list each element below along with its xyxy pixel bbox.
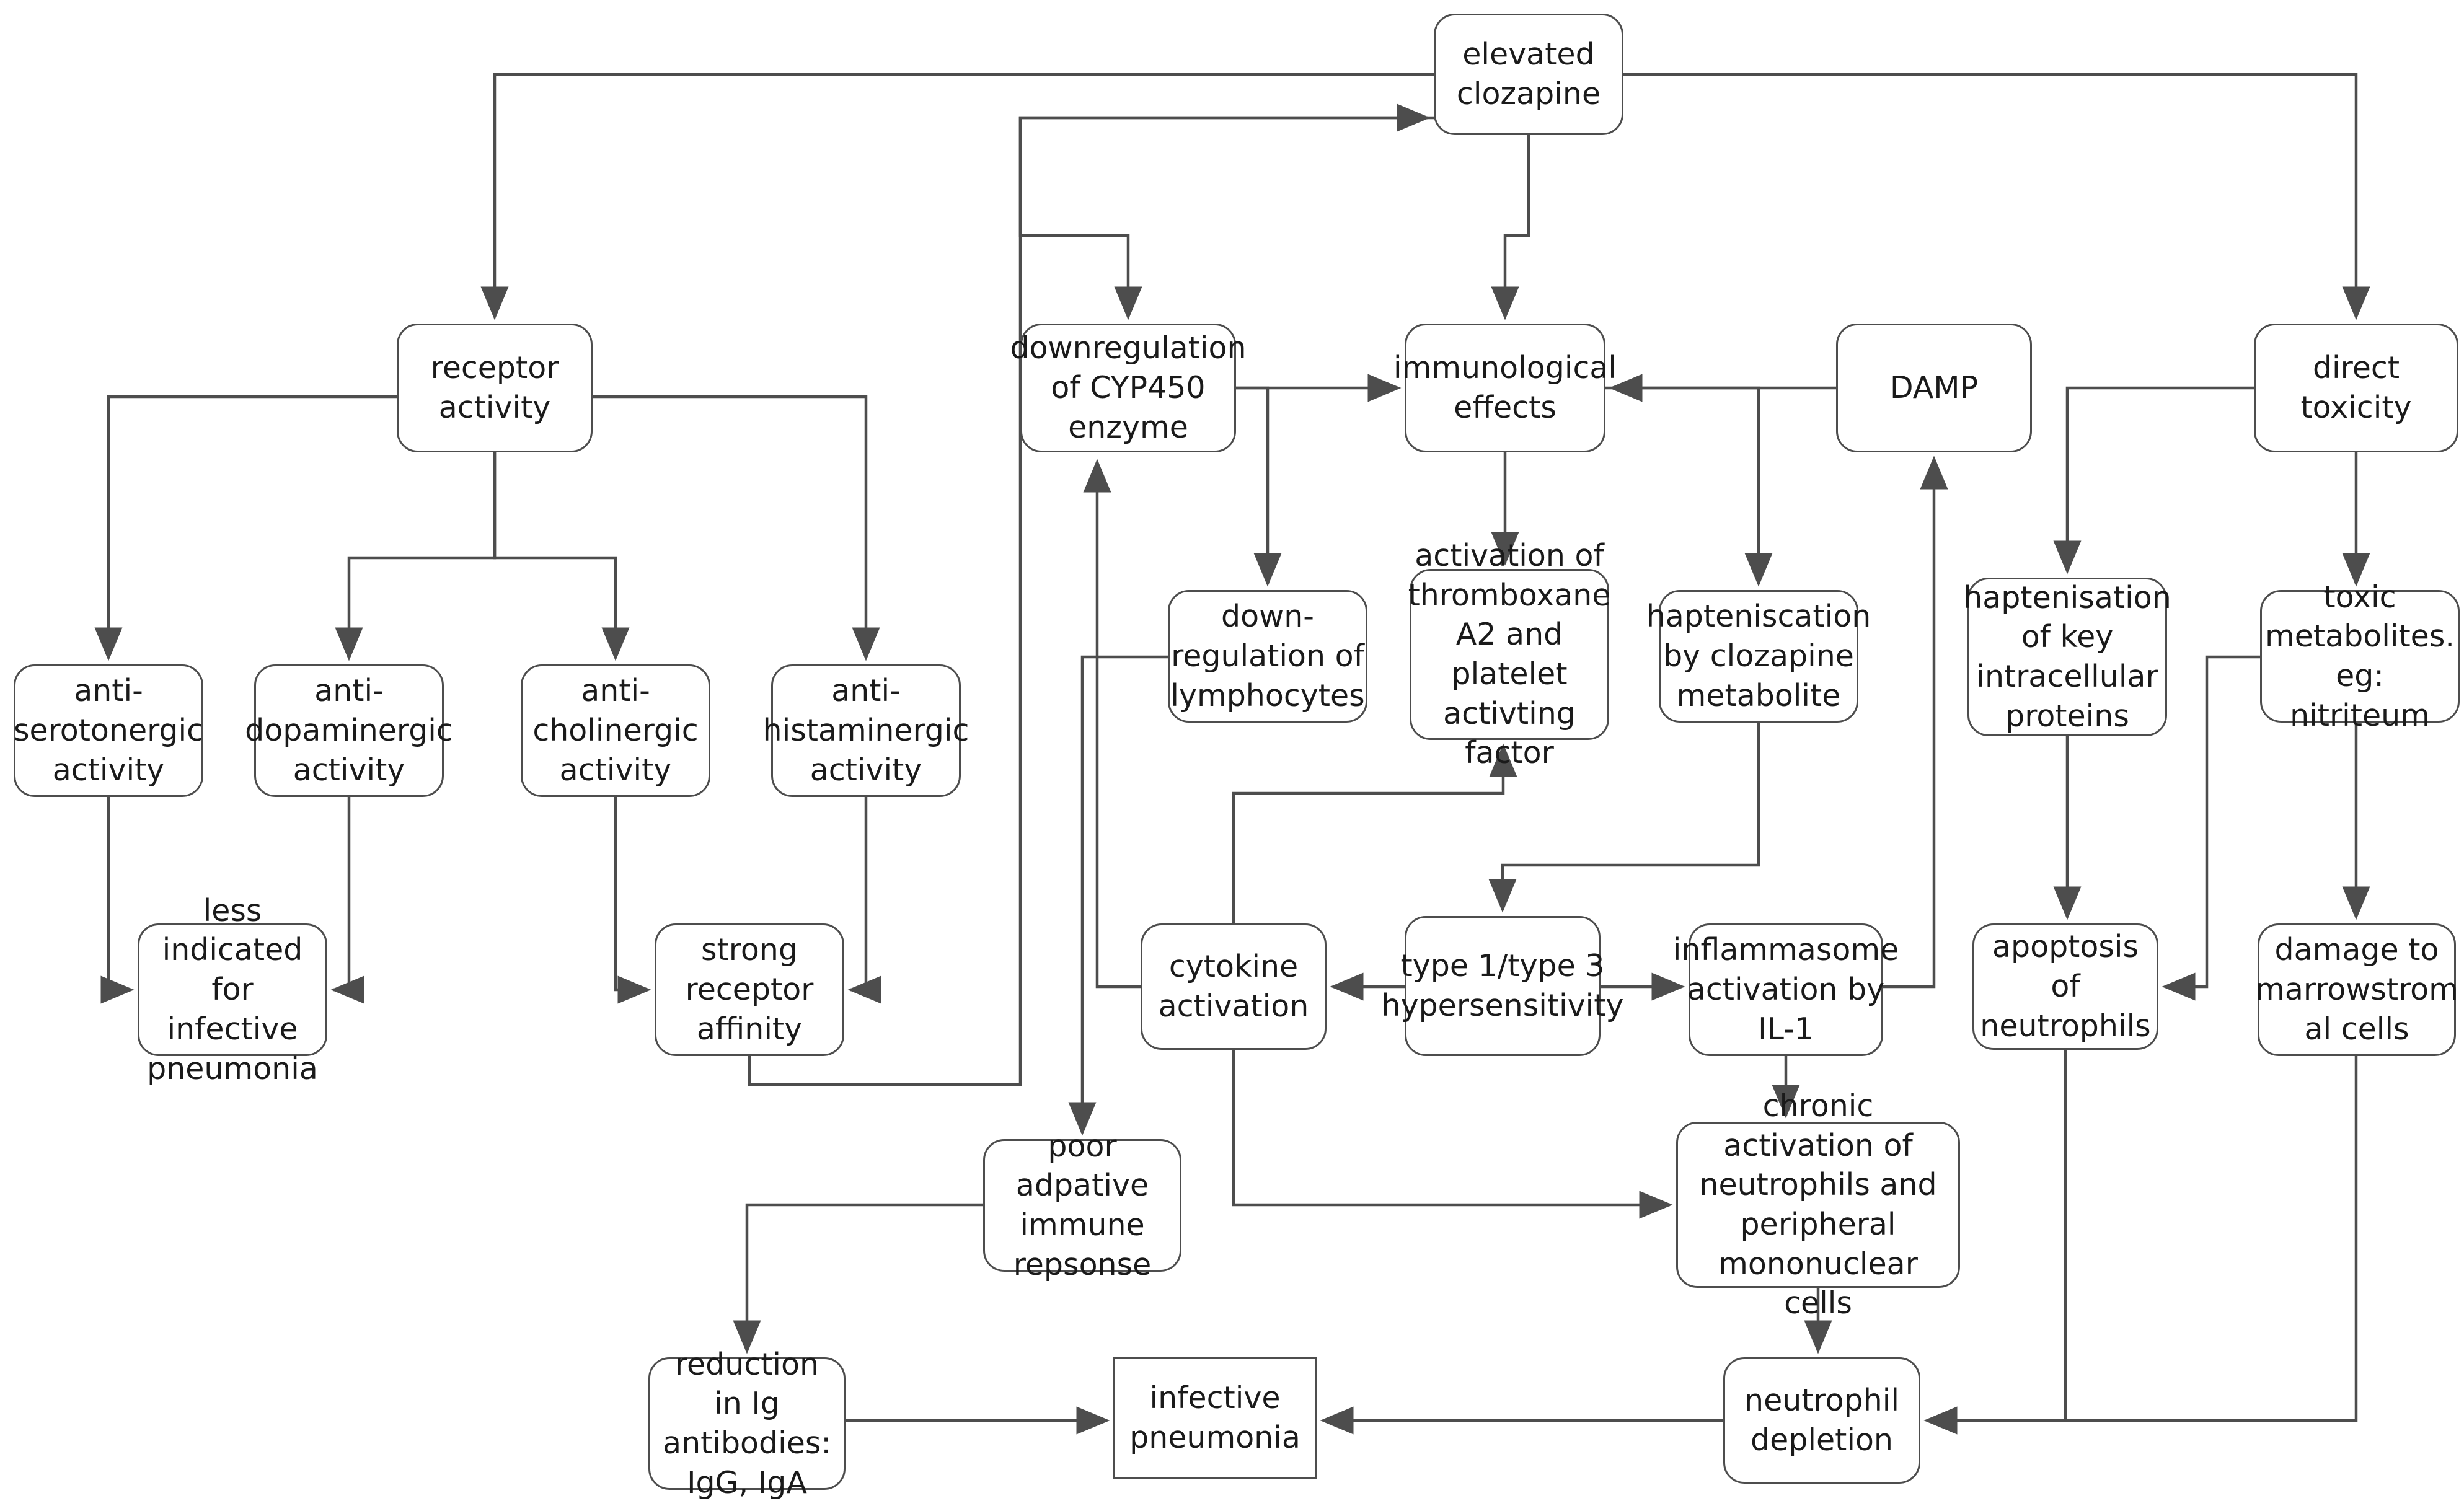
edge-receptor-antidopaminergic [335,452,497,661]
edge-hapteniscation-type13 [1488,723,1760,913]
node-infective_pneumonia[interactable]: infective pneumonia [1113,1357,1317,1479]
node-label: haptenisation of key intracellular prote… [1963,579,2171,734]
node-label: neutrophil depletion [1744,1383,1899,1458]
edge-cytokine-cyp450 [1083,459,1141,989]
node-label: inflammasome activation by IL-1 [1672,932,1899,1047]
node-type1_type3[interactable]: type 1/type 3 hypersensitivity [1382,916,1624,1056]
node-downreg_cyp450[interactable]: downregulation of CYP450 enzyme [1010,324,1247,452]
node-label: reduction in Ig antibodies: IgG, IgA [663,1346,831,1500]
edge-inflammasome-damp [1883,456,1948,989]
node-anti_cholinergic[interactable]: anti- cholinergic activity [521,664,710,797]
node-label: anti- histaminergic activity [762,673,969,788]
node-receptor_activity[interactable]: receptor activity [397,324,593,452]
node-label: infective pneumonia [1129,1380,1300,1455]
node-damp[interactable]: DAMP [1836,324,2032,452]
node-haptenisation_proteins[interactable]: haptenisation of key intracellular prote… [1963,578,2171,736]
edge-receptor-antihistaminergic [593,395,880,661]
node-label: apoptosis of neutrophils [1980,929,2151,1044]
edge-histaminergic-strongaffinity [847,797,881,1004]
node-immunological_effects[interactable]: immunological effects [1393,324,1617,452]
edge-receptor-anticholinergic [493,452,630,661]
edge-damage-neutrophildepletion [1923,1056,2358,1435]
edge-pooradaptive-reductionig [733,1203,983,1354]
node-chronic_activation[interactable]: chronic activation of neutrophils and pe… [1676,1088,1960,1321]
node-anti_dopaminergic[interactable]: anti- dopaminergic activity [245,664,453,797]
edge-serotonergic-lessindicated [100,797,135,1004]
node-label: elevated clozapine [1456,37,1601,112]
edge-clozapine-direct-toxicity [1623,73,2370,320]
edge-cytokine-chronicactivation [1232,1050,1673,1219]
edge-toxicmetabolites-apoptosis [2162,655,2260,1001]
node-label: anti- serotonergic activity [13,673,204,788]
node-activation_thromboxane[interactable]: activation of thromboxane A2 and platele… [1408,538,1611,770]
edge-dopaminergic-lessindicated [330,797,364,1004]
node-label: less indicated for infective pneumonia [147,892,318,1086]
node-label: downregulation of CYP450 enzyme [1010,330,1247,445]
node-inflammasome_il1[interactable]: inflammasome activation by IL-1 [1673,923,1899,1056]
node-poor_adaptive_immune[interactable]: poor adpative immune repsonse [983,1129,1181,1282]
node-label: damage to marrowstrom al cells [2255,932,2458,1047]
node-neutrophil_depletion[interactable]: neutrophil depletion [1723,1357,1920,1484]
edge-clozapine-cyp450 [1018,116,1434,320]
node-label: anti- cholinergic activity [532,673,699,788]
node-damage_marrow[interactable]: damage to marrowstrom al cells [2255,923,2458,1056]
edge-immunological-hapteniscation [1605,386,1773,587]
node-anti_histaminergic[interactable]: anti- histaminergic activity [763,664,969,797]
node-label: direct toxicity [2300,350,2412,425]
node-label: activation of thromboxane A2 and platele… [1408,537,1611,771]
node-label: toxic metabolites. eg: nitriteum [2265,579,2455,733]
node-cytokine_activation[interactable]: cytokine activation [1141,923,1327,1050]
node-label: hapteniscation by clozapine metabolite [1646,599,1871,713]
edge-receptor-antiserotonergic [94,395,397,661]
node-label: type 1/type 3 hypersensitivity [1381,948,1624,1023]
node-elevated_clozapine[interactable]: elevated clozapine [1434,14,1623,135]
node-label: cytokine activation [1158,949,1309,1024]
node-label: strong receptor affinity [685,932,814,1047]
edge-clozapine-receptor [480,73,1434,320]
node-reduction_ig[interactable]: reduction in Ig antibodies: IgG, IgA [648,1347,846,1500]
edge-cytokine-thromboxane [1232,743,1517,923]
node-label: down- regulation of lymphocytes [1170,599,1365,713]
edge-strongaffinity-clozapine [748,103,1431,1086]
node-label: chronic activation of neutrophils and pe… [1699,1088,1937,1321]
node-toxic_metabolites[interactable]: toxic metabolites. eg: nitriteum [2260,579,2460,733]
edge-lymphocytes-pooradaptive [1068,655,1168,1136]
node-anti_serotonergic[interactable]: anti- serotonergic activity [14,664,203,797]
node-direct_toxicity[interactable]: direct toxicity [2254,324,2458,452]
node-label: immunological effects [1393,350,1617,425]
node-hapteniscation_metabolite[interactable]: hapteniscation by clozapine metabolite [1646,590,1871,723]
node-strong_receptor_affinity[interactable]: strong receptor affinity [655,923,844,1056]
node-label: poor adpative immune repsonse [1013,1128,1152,1282]
node-down_reg_lymphocytes[interactable]: down- regulation of lymphocytes [1168,590,1367,723]
edge-directtoxicity-haptenisation [2053,386,2254,575]
node-label: anti- dopaminergic activity [245,673,453,788]
edge-clozapine-immunological [1491,135,1530,320]
node-less_indicated[interactable]: less indicated for infective pneumonia [138,893,327,1086]
node-apoptosis_neutrophils[interactable]: apoptosis of neutrophils [1972,923,2158,1050]
edge-cholinergic-strongaffinity [614,797,651,1004]
node-label: receptor activity [430,350,559,425]
node-label: DAMP [1889,370,1979,406]
edge-cyp450-lymphocytes [1236,386,1282,587]
